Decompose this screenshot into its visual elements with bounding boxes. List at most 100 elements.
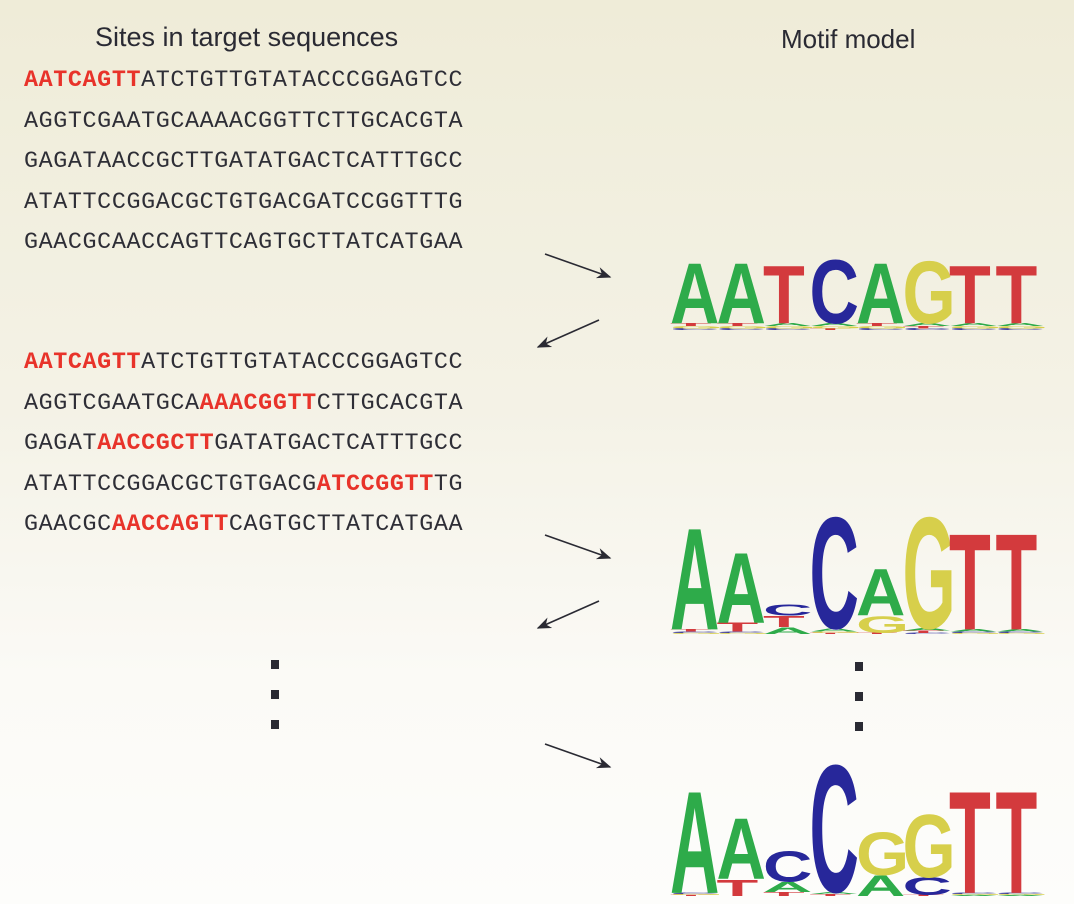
sequence-text: AGGTCGAATGCAAAACGGTTCTTGCACGTA (24, 108, 464, 135)
logo-letter-A: A (763, 626, 812, 636)
logo-letter-A: A (670, 506, 719, 636)
logo-letter-A: A (996, 322, 1045, 327)
arrow-to-sites-3 (536, 600, 600, 629)
logo-letter-C: C (717, 631, 766, 633)
logo-letter-T: T (810, 328, 852, 330)
logo-letter-G: G (903, 795, 956, 897)
sequence-text: GAGAT (24, 431, 98, 458)
logo-letter-T: T (810, 893, 852, 896)
logo-letter-C: C (670, 893, 719, 895)
logo-letter-A: A (717, 532, 766, 636)
logo-letter-G: G (903, 252, 956, 332)
sequence-line: AGGTCGAATGCAAAACGGTTCTTGCACGTA (24, 390, 464, 417)
sequence-text: ATCTGTTGTATACCCGGAGTCC (141, 68, 464, 94)
logo-letter-G: G (670, 325, 723, 329)
logo-letter-C: C (763, 842, 812, 891)
logo-letter-T: T (717, 322, 759, 327)
sequence-line: ATATTCCGGACGCTGTGACGATCCGGTTTG (24, 191, 463, 215)
logo-letter-C: C (856, 328, 905, 330)
sequence-line: AATCAGTTATCTGTTGTATACCCGGAGTCC (24, 68, 464, 94)
logo-letter-G: G (810, 325, 863, 329)
logo-letter-A: A (996, 629, 1045, 633)
sequence-text: TG (433, 471, 464, 498)
logo-letter-T: T (856, 322, 898, 327)
sequence-line: ATATTCCGGACGCTGTGACGATCCGGTTTG (24, 471, 464, 498)
sequence-text: ATATTCCGGACGCTGTGACG (24, 471, 317, 498)
logo-letter-C: C (949, 893, 998, 895)
ellipsis-dot (271, 660, 279, 669)
motif-site: AATCAGTT (24, 68, 142, 94)
logo-letter-C: C (810, 252, 859, 332)
logo-letter-A: A (717, 800, 766, 898)
sequence-text: GAACGC (24, 512, 112, 539)
logo-letter-T: T (717, 875, 759, 898)
logo-letter-C: C (903, 633, 952, 635)
arrow-to-sites-2 (536, 319, 600, 348)
logo-letter-G: G (670, 894, 723, 896)
sequence-text: CTTGCACGTA (316, 390, 464, 417)
logo-letter-A: A (856, 556, 905, 630)
logo-letter-C: C (996, 631, 1045, 633)
logo-letter-C: C (763, 601, 812, 619)
logo-letter-C: C (949, 631, 998, 633)
logo-letter-G: G (949, 633, 1002, 635)
sequence-line: GAACGCAACCAGTTCAGTGCTTATCATGAA (24, 232, 463, 255)
logo-letter-C: C (810, 506, 859, 636)
logo-letter-A: A (670, 252, 719, 332)
motif-site: AACCAGTT (111, 512, 229, 539)
logo-letter-A: A (856, 870, 905, 898)
logo-letter-A: A (949, 322, 998, 327)
sequence-text: ATCTGTTGTATACCCGGAGTCC (141, 350, 464, 376)
logo-letter-T: T (670, 895, 712, 897)
logo-letter-T: T (717, 620, 759, 634)
logo-letter-C: C (670, 631, 719, 633)
logo-letter-A: A (763, 879, 812, 895)
motif-site: AATCAGTT (24, 350, 142, 376)
ellipsis-dot (855, 692, 863, 701)
sites-heading: Sites in target sequences (95, 22, 399, 52)
logo-letter-A: A (763, 322, 812, 327)
logo-letter-T: T (670, 322, 712, 327)
logo-letter-A: A (903, 322, 952, 327)
sequence-line: GAACGCAACCAGTTCAGTGCTTATCATGAA (24, 514, 463, 537)
logo-letter-A: A (810, 627, 859, 632)
logo-letter-A: A (717, 252, 766, 332)
sequence-line: GAGATAACCGCTTGATATGACTCATTTGCC (24, 150, 463, 174)
logo-letter-T: T (856, 633, 898, 635)
motif-site: ATCCGGTT (316, 471, 434, 498)
logo-letter-T: T (949, 762, 991, 898)
logo-letter-G: G (763, 325, 816, 329)
logo-letter-G: G (949, 894, 1002, 896)
logo-letter-T: T (949, 252, 991, 332)
logo-letter-A: A (670, 762, 719, 898)
logo-letter-A: A (949, 629, 998, 633)
logo-letter-G: G (717, 325, 770, 329)
logo-letter-A: A (903, 628, 952, 632)
logo-letter-A: A (949, 895, 998, 897)
logo-letter-C: C (903, 872, 952, 898)
logo-letter-C: C (903, 328, 952, 330)
logo-letter-C: C (996, 893, 1045, 895)
ellipsis-dot (855, 662, 863, 671)
logo-letter-C: C (810, 758, 859, 898)
logo-letter-T: T (763, 613, 805, 631)
arrow-to-motif-1 (544, 253, 612, 279)
ellipsis-dot (271, 690, 279, 699)
sequence-line: AGGTCGAATGCAAAACGGTTCTTGCACGTA (24, 108, 464, 135)
logo-letter-T: T (996, 506, 1038, 636)
logo-letter-G: G (903, 506, 956, 636)
sequence-line: GAGATAACCGCTTGATATGACTCATTTGCC (24, 431, 464, 458)
logo-letter-G: G (810, 631, 863, 633)
logo-letter-T: T (670, 629, 712, 633)
sequence-text: GATATGACTCATTTGCC (214, 431, 464, 458)
logo-letter-G: G (856, 819, 909, 888)
logo-letter-C: C (949, 328, 998, 330)
motif-site: AACCGCTT (97, 431, 215, 458)
logo-letter-G: G (996, 894, 1049, 896)
sequence-text: CAGTGCTTATCATGAA (228, 512, 464, 539)
logo-letter-A: A (996, 895, 1045, 897)
logo-letter-G: G (856, 611, 909, 636)
